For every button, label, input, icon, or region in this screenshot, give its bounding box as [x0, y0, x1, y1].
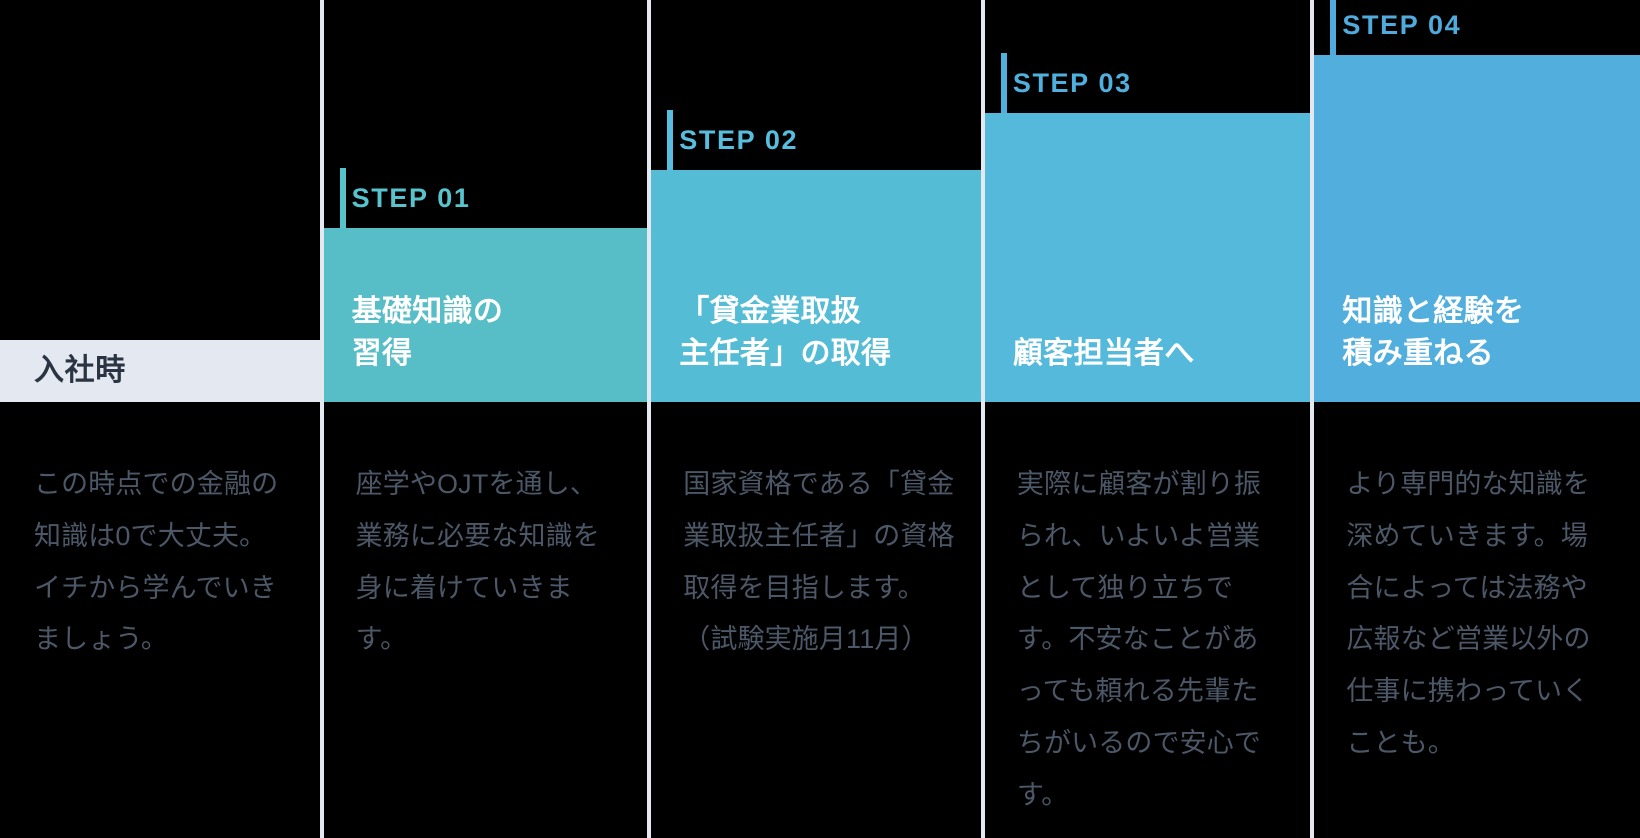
step-body-text-04: より専門的な知識を深めていきます。場合によっては法務や広報など営業以外の仕事に携…	[1346, 469, 1591, 759]
roadmap-column-step-03: STEP 03 顧客担当者へ 実際に顧客が割り振られ、いよいよ営業として独り立ち…	[984, 0, 1311, 838]
column-divider-3	[980, 0, 985, 838]
step-label-02: STEP 02	[679, 124, 799, 155]
column-divider-1	[319, 0, 324, 838]
column-divider-2	[647, 0, 652, 838]
step-label-strip-03: STEP 03	[984, 53, 1311, 113]
step-accent-bar-03	[1000, 53, 1007, 113]
step-body-wrap-02: 国家資格である「貸金業取扱主任者」の資格取得を目指します。（試験実施月11月）	[651, 402, 981, 838]
step-title-band-03: 顧客担当者へ	[984, 113, 1311, 402]
entry-label-band: 入社時	[0, 340, 320, 402]
column-head-step-02: STEP 02 「貸金業取扱 主任者」の取得	[651, 110, 981, 402]
step-title-band-04: 知識と経験を 積み重ねる	[1314, 55, 1640, 402]
step-body-text-03: 実際に顧客が割り振られ、いよいよ営業として独り立ちです。不安なことがあっても頼れ…	[1016, 469, 1262, 810]
step-title-03: 顧客担当者へ	[1012, 337, 1195, 371]
step-label-03: STEP 03	[1012, 67, 1132, 98]
step-label-strip-01: STEP 01	[323, 168, 648, 228]
step-label-04: STEP 04	[1342, 9, 1462, 40]
step-body-text-01: 座学やOJTを通し、業務に必要な知識を身に着けていきます。	[355, 469, 600, 655]
roadmap-column-step-02: STEP 02 「貸金業取扱 主任者」の取得 国家資格である「貸金業取扱主任者」…	[651, 0, 981, 838]
entry-body-wrap: この時点での金融の知識は0で大丈夫。イチから学んでいきましょう。	[0, 402, 320, 838]
step-title-band-01: 基礎知識の 習得	[323, 228, 648, 402]
step-title-01: 基礎知識の 習得	[351, 294, 504, 371]
step-accent-bar-01	[339, 168, 346, 228]
column-head-step-03: STEP 03 顧客担当者へ	[984, 53, 1311, 402]
step-label-strip-04: STEP 04	[1314, 0, 1640, 55]
step-title-02: 「貸金業取扱 主任者」の取得	[679, 294, 892, 371]
roadmap-column-step-01: STEP 01 基礎知識の 習得 座学やOJTを通し、業務に必要な知識を身に着け…	[323, 0, 648, 838]
roadmap-column-step-04: STEP 04 知識と経験を 積み重ねる より専門的な知識を深めていきます。場合…	[1314, 0, 1640, 838]
entry-body-text: この時点での金融の知識は0で大丈夫。イチから学んでいきましょう。	[34, 469, 279, 655]
column-divider-4	[1310, 0, 1315, 838]
step-body-text-02: 国家資格である「貸金業取扱主任者」の資格取得を目指します。（試験実施月11月）	[683, 469, 955, 655]
column-head-entry: 入社時	[0, 340, 320, 402]
column-head-step-01: STEP 01 基礎知識の 習得	[323, 168, 648, 402]
step-label-strip-02: STEP 02	[651, 110, 981, 170]
step-body-wrap-04: より専門的な知識を深めていきます。場合によっては法務や広報など営業以外の仕事に携…	[1314, 402, 1640, 838]
step-accent-bar-04	[1330, 0, 1337, 55]
step-accent-bar-02	[667, 110, 674, 170]
step-body-wrap-03: 実際に顧客が割り振られ、いよいよ営業として独り立ちです。不安なことがあっても頼れ…	[985, 402, 1311, 838]
step-label-01: STEP 01	[351, 182, 471, 213]
step-title-band-02: 「貸金業取扱 主任者」の取得	[651, 170, 981, 402]
roadmap-column-entry: 入社時 この時点での金融の知識は0で大丈夫。イチから学んでいきましょう。	[0, 0, 320, 838]
column-head-step-04: STEP 04 知識と経験を 積み重ねる	[1314, 0, 1640, 402]
step-body-wrap-01: 座学やOJTを通し、業務に必要な知識を身に着けていきます。	[324, 402, 648, 838]
step-title-04: 知識と経験を 積み重ねる	[1342, 294, 1525, 371]
entry-label-title: 入社時	[34, 354, 126, 387]
